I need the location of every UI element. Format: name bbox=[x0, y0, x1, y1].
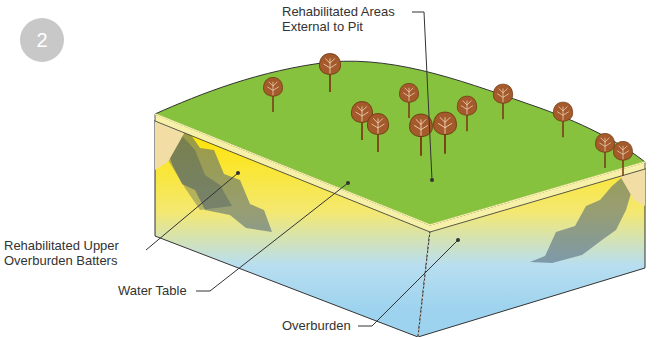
callout-circle: 2 bbox=[20, 18, 64, 62]
leader-lines bbox=[146, 12, 458, 326]
callout-number: 2 bbox=[36, 29, 47, 52]
terrain-surface bbox=[155, 61, 645, 232]
part-label: Water Table bbox=[118, 283, 194, 298]
part-label: Overburden bbox=[282, 318, 356, 333]
leader-dots bbox=[236, 171, 460, 242]
part-label: Rehabilitated Upper Overburden Batters bbox=[4, 238, 142, 268]
trees bbox=[264, 54, 633, 176]
part-label: Rehabilitated Areas External to Pit bbox=[282, 4, 406, 34]
